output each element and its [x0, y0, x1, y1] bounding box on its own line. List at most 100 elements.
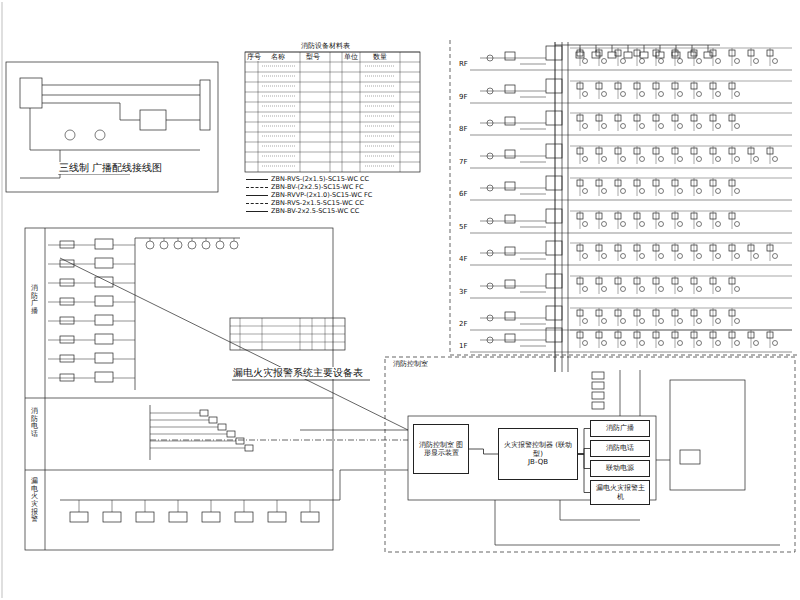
detector-symbol	[583, 124, 588, 129]
wire	[656, 460, 670, 461]
detector-symbol	[659, 319, 664, 324]
bus-wire	[150, 405, 151, 460]
wire	[42, 103, 120, 104]
module-symbol	[634, 245, 640, 251]
branch-wire	[732, 276, 733, 294]
module-symbol	[710, 278, 716, 284]
detector-symbol	[621, 59, 626, 64]
wire	[120, 103, 121, 120]
connector	[578, 454, 590, 493]
branch-wire	[713, 113, 714, 131]
terminal-box	[95, 258, 113, 268]
telephone-symbol	[245, 445, 253, 451]
detector-symbol	[487, 120, 493, 126]
detector-symbol	[640, 92, 645, 97]
module-box: 联动电源	[590, 460, 650, 477]
detector-symbol	[678, 124, 683, 129]
detector-symbol	[716, 287, 721, 292]
module-symbol	[672, 245, 678, 251]
label-text: 3F	[458, 288, 468, 296]
module-symbol	[672, 332, 678, 338]
box-text: JB-QB	[528, 458, 548, 466]
amplifier-symbol	[20, 78, 42, 108]
region-border	[450, 40, 451, 355]
module-symbol	[710, 148, 716, 154]
detector-symbol	[583, 189, 588, 194]
detector-symbol	[621, 319, 626, 324]
branch-wire	[637, 113, 638, 131]
leakage-detector	[268, 512, 286, 522]
module-symbol	[672, 148, 678, 154]
branch-wire	[713, 330, 714, 348]
branch-wire	[480, 123, 546, 124]
detector-symbol	[487, 55, 493, 61]
branch-wire	[732, 243, 733, 261]
module-symbol	[577, 50, 583, 56]
riser-bus	[555, 42, 556, 372]
detector-symbol	[716, 319, 721, 324]
wire	[495, 545, 780, 546]
detector-symbol	[716, 157, 721, 162]
module-symbol	[615, 50, 621, 56]
module-symbol	[634, 148, 640, 154]
branch-wire	[178, 238, 179, 241]
loop-wire	[570, 146, 792, 147]
panel-outline	[670, 380, 745, 490]
table-frame	[230, 318, 345, 350]
branch-wire	[599, 48, 600, 66]
module-symbol	[748, 245, 754, 251]
telephone-symbol	[209, 417, 217, 423]
branch-wire	[310, 500, 311, 512]
floor-module-box	[546, 306, 562, 320]
wire	[120, 120, 140, 121]
table-rule	[330, 52, 331, 172]
branch-wire	[599, 211, 600, 229]
module-symbol	[60, 317, 74, 324]
branch-wire	[770, 243, 771, 261]
legend-line-sample	[246, 179, 268, 180]
branch-wire	[112, 500, 113, 512]
trunk-wire	[340, 470, 408, 471]
module-symbol	[691, 213, 697, 219]
detector-symbol	[716, 124, 721, 129]
table-fill	[365, 116, 395, 117]
table-fill	[262, 146, 295, 147]
module-symbol	[729, 180, 735, 186]
detector-symbol	[602, 287, 607, 292]
system-divider	[45, 228, 46, 550]
terminal-box	[95, 277, 113, 287]
speaker-symbol	[146, 241, 154, 249]
region-border	[450, 355, 798, 356]
system-label: 消防电话	[30, 408, 39, 439]
detector-symbol	[640, 59, 645, 64]
legend-row: ZBN-BV-(2x2.5)-SC15-WC FC	[246, 184, 364, 192]
module-symbol	[615, 115, 621, 121]
branch-wire	[637, 146, 638, 164]
branch-wire	[618, 113, 619, 131]
branch-wire	[694, 178, 695, 196]
branch-wire	[113, 378, 135, 379]
wire	[42, 95, 200, 96]
printer-symbol	[680, 450, 700, 464]
riser-bus	[568, 42, 569, 372]
legend-row: ZBN-BV-2x2.5-SC15-WC CC	[246, 208, 359, 216]
module-symbol	[729, 278, 735, 284]
detector-symbol	[640, 189, 645, 194]
module-symbol	[505, 85, 515, 93]
table-rule	[400, 52, 401, 172]
branch-wire	[145, 500, 146, 512]
module-symbol	[505, 312, 515, 320]
control-room-border	[385, 357, 795, 552]
floor-module-box	[546, 274, 562, 288]
module-symbol	[505, 117, 515, 125]
detector-symbol	[602, 92, 607, 97]
detector-symbol	[678, 254, 683, 259]
connector	[469, 449, 498, 454]
detector-symbol	[583, 254, 588, 259]
branch-wire	[150, 413, 200, 414]
branch-wire	[732, 81, 733, 99]
module-symbol	[577, 332, 583, 338]
table-fill	[365, 76, 395, 77]
detector-symbol	[716, 92, 721, 97]
